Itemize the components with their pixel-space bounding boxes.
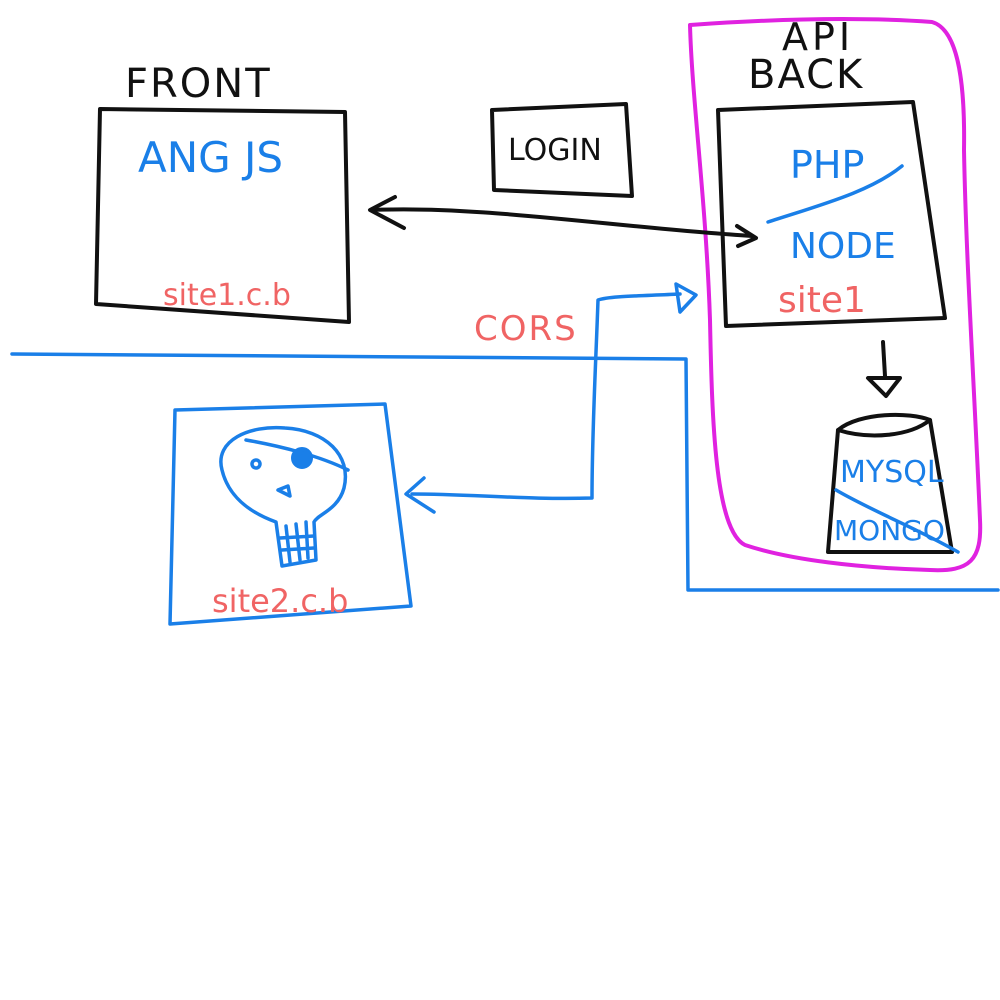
database-top-label: MYSQL bbox=[840, 455, 944, 490]
api-tech-bottom: NODE bbox=[790, 226, 896, 267]
pirate-skull-icon bbox=[219, 425, 350, 568]
database-group: MYSQL MONGO bbox=[826, 412, 960, 554]
database-top-rim bbox=[836, 418, 932, 438]
front-tech-label: ANG JS bbox=[138, 133, 283, 182]
database-bottom-label: MONGO bbox=[834, 514, 945, 547]
login-box bbox=[490, 102, 634, 198]
front-box bbox=[94, 107, 351, 324]
api-group-outline bbox=[688, 16, 983, 573]
attacker-box bbox=[168, 402, 413, 626]
api-group: API BACK PHP NODE site1 bbox=[716, 15, 947, 328]
front-api-arrow bbox=[368, 195, 758, 248]
front-title: FRONT bbox=[125, 61, 272, 107]
arrowhead-left bbox=[368, 195, 406, 230]
arrowhead-down bbox=[866, 376, 902, 398]
api-title-line1: API bbox=[782, 15, 854, 59]
api-host-label: site1 bbox=[778, 280, 866, 321]
front-group: FRONT ANG JS site1.c.b bbox=[94, 61, 351, 324]
cors-arrowhead-right bbox=[674, 282, 698, 314]
database-divider bbox=[834, 488, 960, 554]
api-box bbox=[716, 100, 947, 328]
api-title-line2: BACK bbox=[748, 52, 864, 98]
attacker-host-label: site2.c.b bbox=[212, 582, 348, 620]
api-tech-top: PHP bbox=[790, 143, 864, 187]
cors-label: CORS bbox=[474, 309, 578, 349]
network-boundary-line bbox=[10, 352, 1000, 592]
arrowhead-right bbox=[735, 224, 758, 248]
login-group: LOGIN bbox=[490, 102, 634, 198]
api-db-arrow bbox=[866, 340, 902, 398]
login-label: LOGIN bbox=[508, 133, 602, 168]
front-host-label: site1.c.b bbox=[163, 278, 291, 313]
cors-arrowhead-left bbox=[404, 476, 436, 514]
api-tech-divider bbox=[766, 164, 904, 224]
database-shape bbox=[826, 412, 954, 554]
attacker-group: site2.c.b bbox=[168, 402, 413, 626]
cors-arrow bbox=[404, 282, 698, 514]
